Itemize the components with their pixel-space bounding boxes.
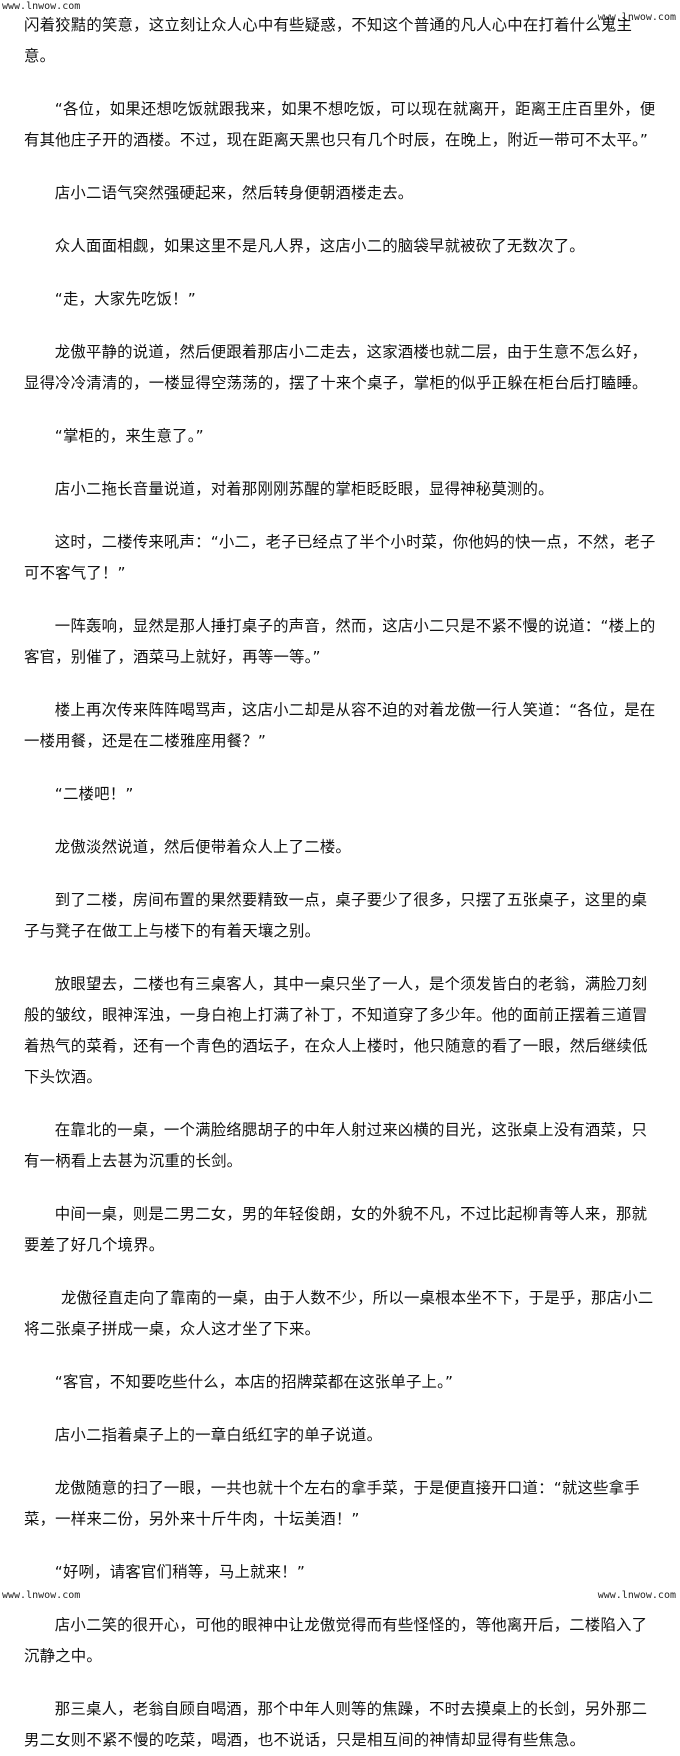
paragraph-15: 放眼望去，二楼也有三桌客人，其中一桌只坐了一人，是个须发皆白的老翁，满脸刀刻般的… [24,975,648,1086]
paragraph-1: 闪着狡黠的笑意，这立刻让众人心中有些疑惑，不知这个普通的凡人心中在打着什么鬼主意… [24,16,633,65]
paragraph-5: “走，大家先吃饭！” [54,290,196,308]
paragraph-6: 龙傲平静的说道，然后便跟着那店小二走去，这家酒楼也就二层，由于生意不怎么好，显得… [24,343,648,392]
paragraph-3: 店小二语气突然强硬起来，然后转身便朝酒楼走去。 [54,184,414,202]
paragraph-4: 众人面面相觑，如果这里不是凡人界，这店小二的脑袋早就被砍了无数次了。 [54,237,585,255]
paragraph-16: 在靠北的一桌，一个满脸络腮胡子的中年人射过来凶横的目光，这张桌上没有酒菜，只有一… [24,1121,648,1170]
paragraph-8: 店小二拖长音量说道，对着那刚刚苏醒的掌柜眨眨眼，显得神秘莫测的。 [54,480,554,498]
document-page: 闪着狡黠的笑意，这立刻让众人心中有些疑惑，不知这个普通的凡人心中在打着什么鬼主意… [24,16,656,1749]
paragraph-18: 龙傲径直走向了靠南的一桌，由于人数不少，所以一桌根本坐不下，于是乎，那店小二将二… [24,1289,654,1338]
paragraph-22: “好咧，请客官们稍等，马上就来！” [54,1563,306,1581]
paragraph-11: 楼上再次传来阵阵喝骂声，这店小二却是从容不迫的对着龙傲一行人笑道：“各位，是在一… [24,701,656,750]
watermark-top-right: www.lnwow.com [597,12,676,24]
watermark-bottom-left: www.lnwow.com [2,1590,81,1602]
paragraph-24: 那三桌人，老翁自顾自喝酒，那个中年人则等的焦躁，不时去摸桌上的长剑，另外那二男二… [24,1700,648,1749]
paragraph-9: 这时，二楼传来吼声：“小二，老子已经点了半个小时菜，你他妈的快一点，不然，老子可… [24,533,656,582]
watermark-top-left: www.lnwow.com [2,1,81,13]
paragraph-23: 店小二笑的很开心，可他的眼神中让龙傲觉得而有些怪怪的，等他离开后，二楼陷入了沉静… [24,1616,648,1665]
paragraph-21: 龙傲随意的扫了一眼，一共也就十个左右的拿手菜，于是便直接开口道：“就这些拿手菜，… [24,1479,640,1528]
paragraph-2: “各位，如果还想吃饭就跟我来，如果不想吃饭，可以现在就离开，距离王庄百里外，便有… [24,100,656,149]
watermark-bottom-right: www.lnwow.com [597,1590,676,1602]
paragraph-19: “客官，不知要吃些什么，本店的招牌菜都在这张单子上。” [54,1373,454,1391]
paragraph-14: 到了二楼，房间布置的果然要精致一点，桌子要少了很多，只摆了五张桌子，这里的桌子与… [24,891,648,940]
paragraph-7: “掌柜的，来生意了。” [54,427,204,445]
paragraph-13: 龙傲淡然说道，然后便带着众人上了二楼。 [54,838,352,856]
paragraph-10: 一阵轰响，显然是那人捶打桌子的声音，然而，这店小二只是不紧不慢的说道：“楼上的客… [24,617,656,666]
paragraph-17: 中间一桌，则是二男二女，男的年轻俊朗，女的外貌不凡，不过比起柳青等人来，那就要差… [24,1205,648,1254]
paragraph-12: “二楼吧！” [54,785,134,803]
paragraph-20: 店小二指着桌子上的一章白纸红字的单子说道。 [54,1426,383,1444]
